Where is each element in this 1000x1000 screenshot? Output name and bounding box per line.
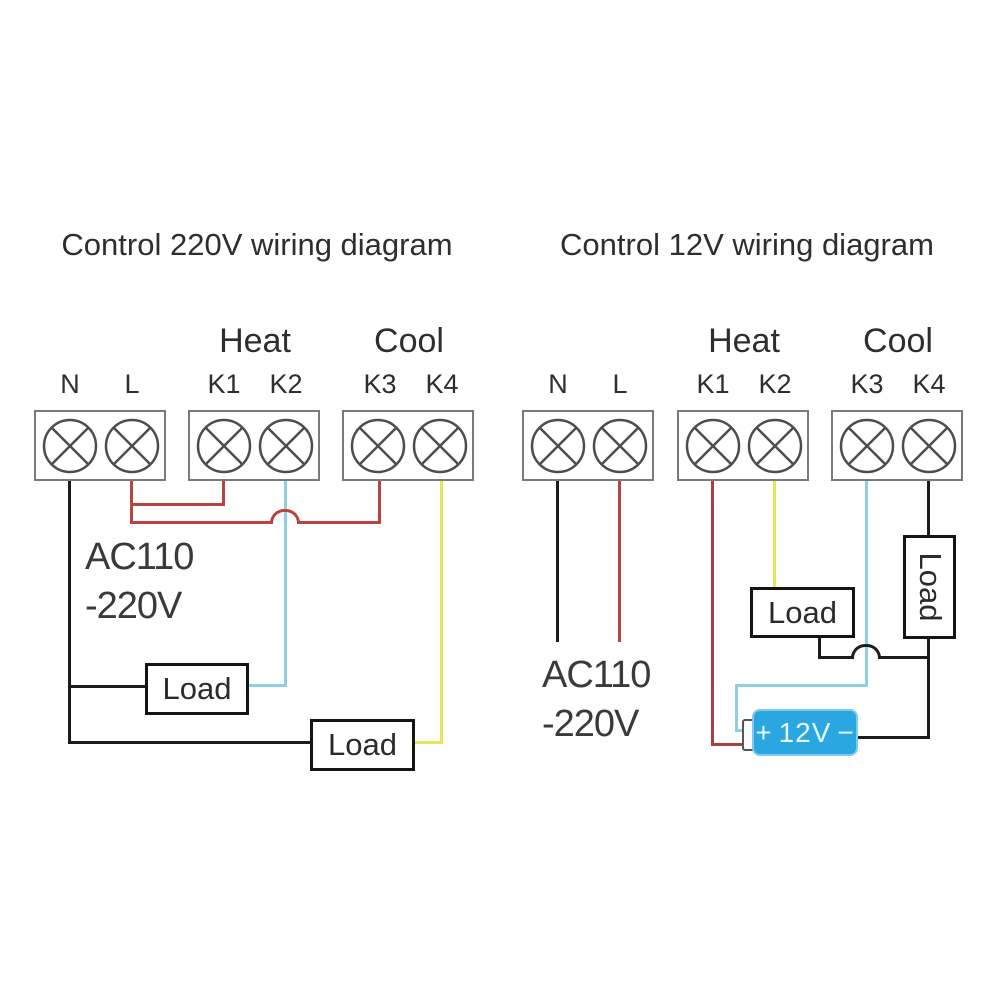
terminal-screw-icon: [685, 418, 803, 474]
right-terminal-label-n: N: [548, 369, 568, 399]
right-load-2-label: Load: [912, 552, 948, 622]
right-load-box-2: Load: [903, 535, 956, 639]
right-wire-load1-bridge-b: [880, 656, 930, 659]
battery-minus-sign: −: [837, 716, 855, 748]
right-wire-n-vertical: [556, 481, 559, 642]
left-wire-crossover-hop: [270, 509, 300, 524]
left-wire-l-k3-bridge-a: [130, 521, 271, 524]
terminal-block-graphic: [188, 410, 320, 481]
left-wire-k2-vertical: [284, 481, 287, 687]
right-terminal-block-nl: [522, 410, 654, 481]
right-power-source-line1: AC110: [542, 654, 651, 696]
left-wire-k3-vertical: [378, 481, 381, 524]
right-power-source-label: AC110 -220V: [542, 651, 651, 749]
right-terminal-block-heat: [677, 410, 809, 481]
left-wire-l-k3-bridge-b: [299, 521, 381, 524]
left-terminal-block-nl: [34, 410, 166, 481]
right-terminal-label-k4: K4: [912, 369, 946, 399]
left-diagram-title: Control 220V wiring diagram: [61, 227, 453, 262]
left-terminal-label-k1: K1: [207, 369, 241, 399]
right-wire-battery-minus-horizontal: [858, 736, 930, 739]
left-wire-k1-vertical: [222, 481, 225, 506]
left-cool-label: Cool: [374, 322, 444, 360]
left-terminal-block-cool: [342, 410, 474, 481]
terminal-block-graphic: [522, 410, 654, 481]
left-wire-k4-to-load2: [409, 741, 443, 744]
battery-12v: + 12V −: [752, 709, 858, 756]
left-terminal-block-heat: [188, 410, 320, 481]
left-power-source-line1: AC110: [85, 536, 194, 578]
right-power-source-line2: -220V: [542, 703, 639, 745]
terminal-screw-icon: [42, 418, 160, 474]
terminal-screw-icon: [350, 418, 468, 474]
left-terminal-label-k4: K4: [425, 369, 459, 399]
left-load-2-label: Load: [328, 727, 397, 762]
right-wire-k3-drop: [735, 684, 738, 732]
terminal-screw-icon: [839, 418, 957, 474]
right-terminal-block-cool: [831, 410, 963, 481]
right-terminal-label-k2: K2: [758, 369, 792, 399]
right-diagram-title: Control 12V wiring diagram: [560, 227, 934, 262]
right-load-box-1: Load: [750, 587, 855, 638]
left-terminal-label-l: L: [124, 369, 140, 399]
left-power-source-label: AC110 -220V: [85, 533, 194, 631]
left-wire-k4-vertical: [440, 481, 443, 744]
right-wire-k3-horizontal: [735, 684, 868, 687]
left-wire-k2-to-load1: [243, 684, 287, 687]
left-load-box-2: Load: [310, 719, 415, 771]
terminal-block-graphic: [831, 410, 963, 481]
right-wire-k2-to-load: [773, 481, 776, 587]
battery-voltage-label: 12V: [778, 716, 832, 748]
right-wire-k1-to-battery: [711, 743, 745, 746]
right-wire-load2-to-battery-vertical: [927, 633, 930, 739]
right-load-1-label: Load: [768, 594, 837, 630]
terminal-screw-icon: [196, 418, 314, 474]
right-wire-k3-vertical: [865, 481, 868, 687]
left-heat-label: Heat: [219, 322, 291, 360]
right-wire-load1-bridge-a: [818, 656, 852, 659]
left-wire-n-to-load1: [68, 685, 145, 688]
left-wire-l-k1-bridge: [130, 503, 225, 506]
right-wire-crossover-hop: [851, 644, 881, 659]
terminal-screw-icon: [530, 418, 648, 474]
right-terminal-label-l: L: [612, 369, 628, 399]
terminal-block-graphic: [342, 410, 474, 481]
left-load-box-1: Load: [145, 663, 249, 715]
left-wire-n-vertical: [68, 481, 71, 744]
left-wire-l-vertical: [130, 481, 133, 524]
terminal-block-graphic: [677, 410, 809, 481]
left-load-1-label: Load: [162, 671, 232, 706]
right-cool-label: Cool: [863, 322, 933, 360]
left-terminal-label-k2: K2: [269, 369, 303, 399]
right-wire-k1-vertical: [711, 481, 714, 746]
left-terminal-label-n: N: [60, 369, 80, 399]
left-terminal-label-k3: K3: [363, 369, 397, 399]
right-wire-k4-to-load: [927, 481, 930, 535]
right-terminal-label-k3: K3: [850, 369, 884, 399]
terminal-block-graphic: [34, 410, 166, 481]
left-wire-n-to-load2: [68, 741, 310, 744]
right-wire-l-vertical: [618, 481, 621, 642]
left-power-source-line2: -220V: [85, 585, 182, 627]
right-wire-load1-drop: [818, 632, 821, 659]
right-terminal-label-k1: K1: [696, 369, 730, 399]
right-wire-k3-to-battery: [735, 729, 745, 732]
battery-plus-sign: +: [755, 716, 773, 748]
right-heat-label: Heat: [708, 322, 780, 360]
